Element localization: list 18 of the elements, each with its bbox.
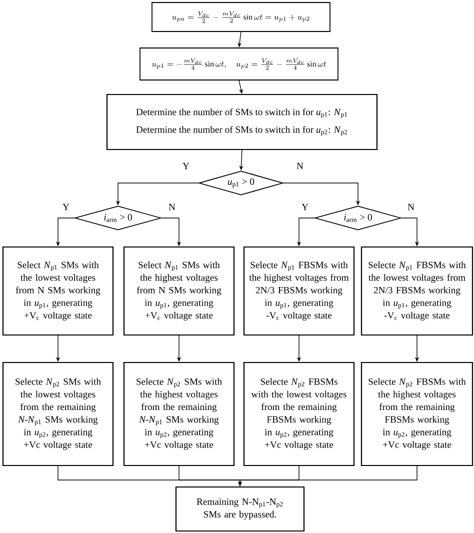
process-box: Select N$_{p1}$ SMs with the lowest voltages from N SMs working in u$_{p1}$, generating +V$_{c}$ voltage state <box>2 246 114 336</box>
process-box: Selecte N$_{p2}$ SMs with the highest voltages from the remaining N-N$_{p1}$ SMs working in u$_{p2}$, generating +Vc voltage state <box>123 362 235 466</box>
process-box: Selecte N$_{p1}$ FBSMs with the highest voltages from 2N/3 FBSMs working in u$_{p1}$, generating -V$_{c}$ voltage state <box>243 246 355 336</box>
edge-label: N <box>168 202 176 212</box>
formula-box: $u_{pa}=\frac{V_{dc}}{2}-\frac{mV_{dc}}{2}\sin\omega t=u_{p1}+u_{p2}$ <box>152 2 330 32</box>
process-box: Determine the number of SMs to switch in for u$_{p1}$: N$_{p1}$ Determine the number of SMs to switch in for u$_{p2}$: N$_{p2}$ <box>106 94 378 150</box>
edge-label: N <box>406 202 416 212</box>
process-box: Selecte N$_{p1}$ FBSMs with the lowest voltages from 2N/3 FBSMs working in u$_{p1}$, generating -V$_{c}$ voltage state <box>360 246 474 336</box>
process-box: Select N$_{p1}$ SMs with the highest voltages from N SMs working in u$_{p1}$, generating +V$_{c}$ voltage state <box>123 246 235 336</box>
edge-label: Y <box>300 202 310 212</box>
process-box: Selecte N$_{p2}$ FBSMs with the highest voltages from the remaining FBSMs working in u$_{p2}$, generating +Vc voltage state <box>360 362 474 466</box>
edge-label: Y <box>62 202 70 212</box>
edge-label: Y <box>182 162 190 170</box>
formula-box: $u_{p1}=-\frac{mV_{dc}}{4}\sin\omega t,\quad u_{p2}=\frac{V_{dc}}{2}-\frac{mV_{dc}}{4}\sin\omega t$ <box>140 48 338 80</box>
process-box: Selecte N$_{p2}$ SMs with the lowest voltages from the remaining N-N$_{p1}$ SMs working in u$_{p2}$, generating +Vc voltage state <box>2 362 114 466</box>
process-box: Selecte N$_{p2}$ FBSMs with the lowest voltages from the remaining FBSMs working in u$_{p2}$, generating +Vc voltage state <box>243 362 355 466</box>
process-box: Remaining N-N$_{p1}$-N$_{p2}$ SMs are bypassed. <box>175 486 305 532</box>
edge-label: N <box>296 162 304 170</box>
